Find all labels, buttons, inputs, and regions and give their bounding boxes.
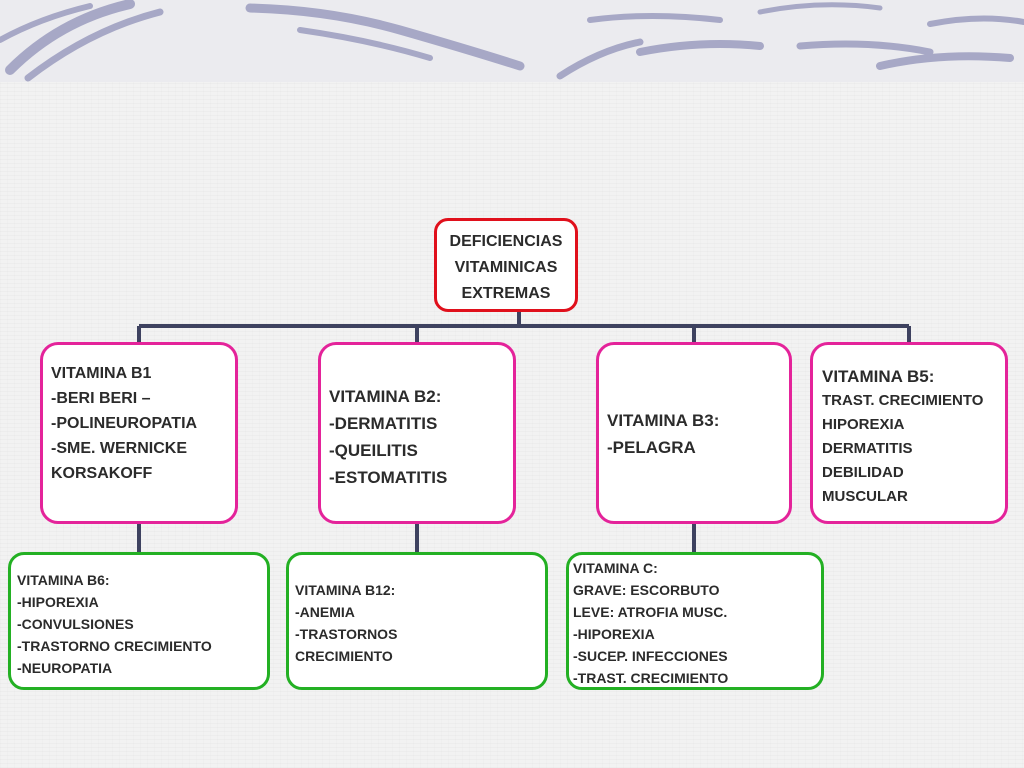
node-text: VITAMINICAS: [454, 259, 558, 276]
node-title: VITAMINA B2:: [329, 387, 442, 406]
node-vitamina-b3: VITAMINA B3: -PELAGRA: [596, 342, 792, 524]
node-title: VITAMINA B6:: [17, 572, 110, 588]
node-vitamina-b6: VITAMINA B6: -HIPOREXIA -CONVULSIONES -T…: [8, 552, 270, 690]
node-title: VITAMINA B5:: [822, 367, 935, 386]
node-vitamina-b1: VITAMINA B1 -BERI BERI – -POLINEUROPATIA…: [40, 342, 238, 524]
node-text: -CONVULSIONES: [17, 616, 134, 632]
node-text: -POLINEUROPATIA: [51, 415, 198, 432]
node-text: -DERMATITIS: [329, 414, 438, 433]
node-text: DERMATITIS: [822, 440, 913, 457]
node-title: VITAMINA C:: [573, 560, 658, 576]
node-title: VITAMINA B1: [51, 365, 152, 382]
node-text: -TRAST. CRECIMIENTO: [573, 670, 729, 686]
node-text: -BERI BERI –: [51, 390, 151, 407]
node-text: -TRASTORNOS: [295, 626, 398, 642]
node-text: -HIPOREXIA: [573, 626, 655, 642]
node-text: -SME. WERNICKE: [51, 440, 187, 457]
node-text: -ANEMIA: [295, 604, 355, 620]
node-vitamina-b5: VITAMINA B5: TRAST. CRECIMIENTO HIPOREXI…: [810, 342, 1008, 524]
node-text: -QUEILITIS: [329, 441, 418, 460]
node-text: -PELAGRA: [607, 438, 696, 457]
node-text: DEFICIENCIAS: [449, 233, 563, 250]
node-title: VITAMINA B3:: [607, 411, 720, 430]
node-vitamina-c: VITAMINA C: GRAVE: ESCORBUTO LEVE: ATROF…: [566, 552, 824, 690]
node-text: DEBILIDAD: [822, 464, 904, 481]
node-text: -SUCEP. INFECCIONES: [573, 648, 728, 664]
node-text: -TRASTORNO CRECIMIENTO: [17, 638, 212, 654]
node-text: -HIPOREXIA: [17, 594, 99, 610]
decorative-banner: [0, 0, 1024, 82]
node-text: KORSAKOFF: [51, 465, 153, 482]
node-text: LEVE: ATROFIA MUSC.: [573, 604, 728, 620]
node-text: GRAVE: ESCORBUTO: [573, 582, 720, 598]
node-text: CRECIMIENTO: [295, 648, 393, 664]
node-text: TRAST. CRECIMIENTO: [822, 392, 984, 409]
node-text: -NEUROPATIA: [17, 660, 113, 676]
node-text: HIPOREXIA: [822, 416, 905, 433]
node-vitamina-b12: VITAMINA B12: -ANEMIA -TRASTORNOS CRECIM…: [286, 552, 548, 690]
node-text: MUSCULAR: [822, 488, 908, 505]
root-node-deficiencias: DEFICIENCIAS VITAMINICAS EXTREMAS: [434, 218, 578, 312]
node-text: EXTREMAS: [461, 285, 551, 302]
node-text: -ESTOMATITIS: [329, 468, 448, 487]
node-vitamina-b2: VITAMINA B2: -DERMATITIS -QUEILITIS -EST…: [318, 342, 516, 524]
brush-stroke-pattern: [0, 0, 1024, 82]
node-title: VITAMINA B12:: [295, 582, 396, 598]
